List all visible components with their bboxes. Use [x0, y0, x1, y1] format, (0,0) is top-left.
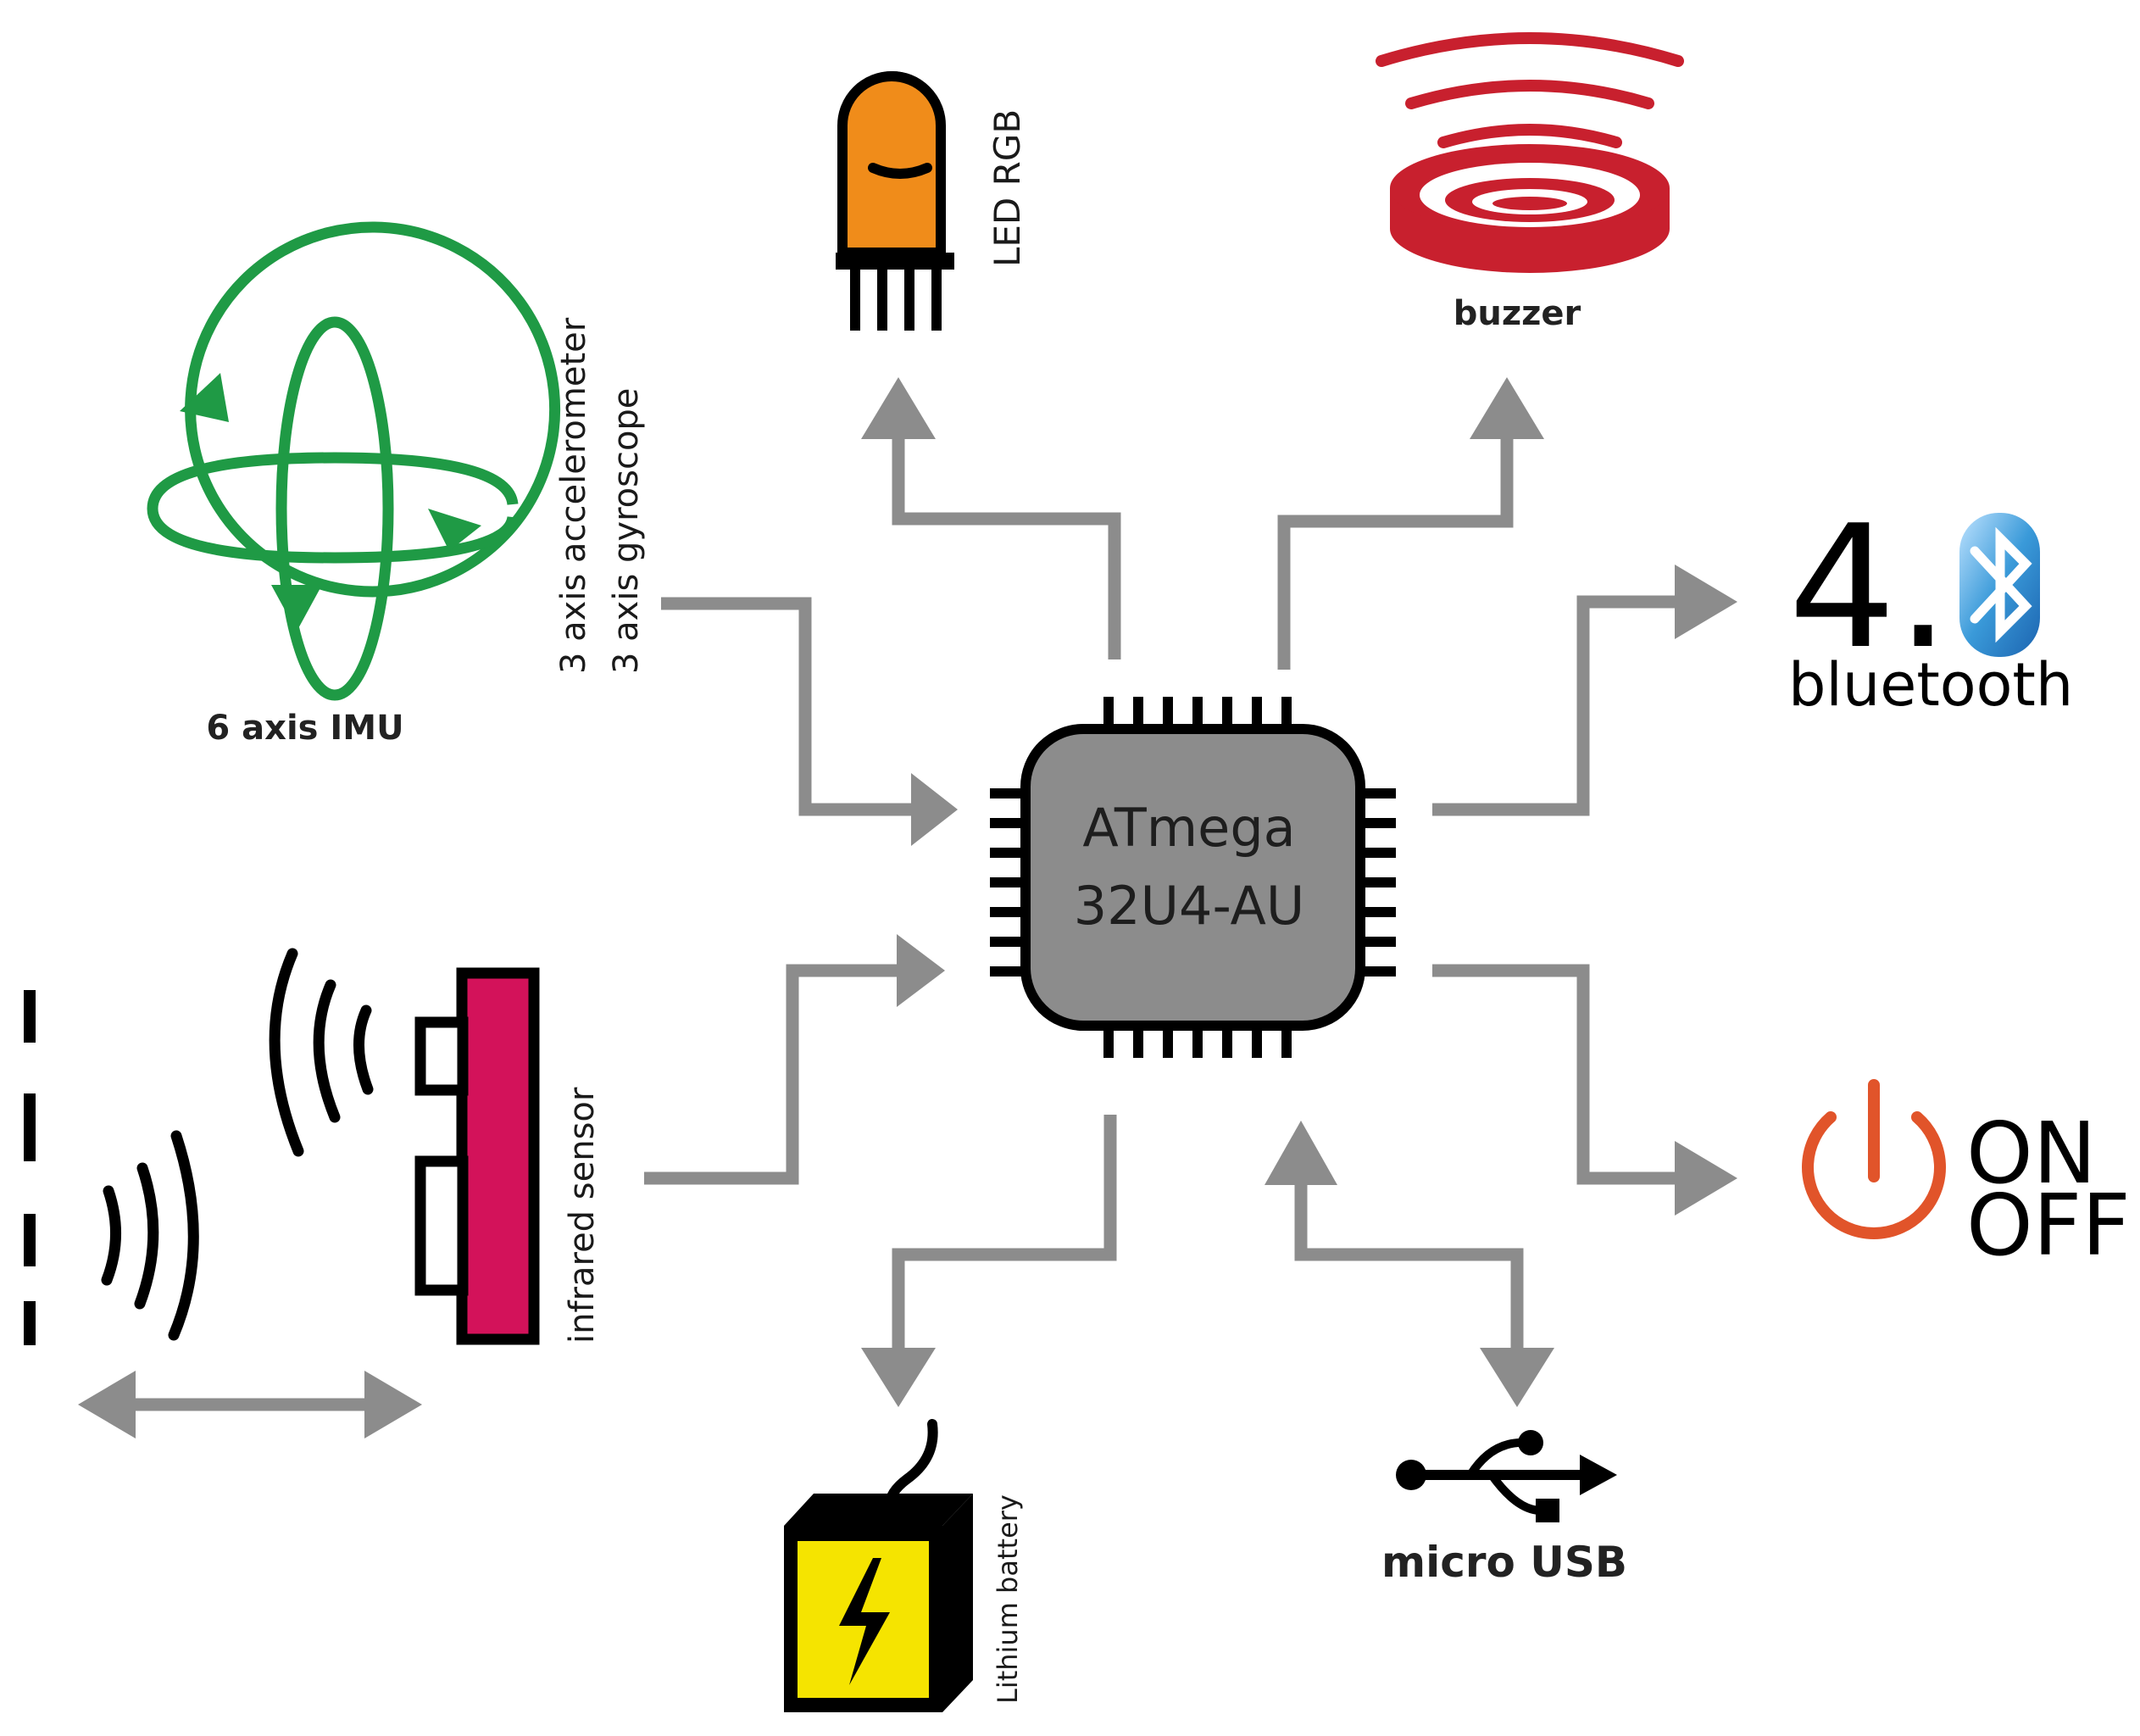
power-on-label: ON — [1966, 1104, 2097, 1203]
led-icon — [836, 71, 954, 331]
microcontroller-chip: ATmega 32U4-AU — [990, 697, 1396, 1058]
arrowhead-infrared — [897, 934, 945, 1007]
power-component: ON OFF — [1802, 1079, 2131, 1275]
buzzer-icon — [1376, 32, 1684, 273]
arrowhead-imu — [911, 773, 958, 846]
arrow-imu-to-chip — [661, 597, 915, 816]
usb-icon — [1396, 1430, 1617, 1522]
imu-accelerometer-label: 3 axis accelerometer — [554, 317, 593, 674]
arrowhead-bluetooth — [1675, 565, 1737, 639]
infrared-sensor-icon — [24, 948, 540, 1345]
buzzer-component: buzzer — [1376, 32, 1684, 333]
arrow-chip-to-battery — [892, 1115, 1117, 1352]
battery-icon — [784, 1419, 973, 1712]
arrow-infrared-to-chip — [644, 964, 898, 1185]
imu-gyroscope-label: 3 axis gyroscope — [607, 388, 646, 674]
chip-label-line2: 32U4-AU — [1074, 875, 1305, 937]
battery-label: Lithium battery — [992, 1494, 1024, 1704]
power-icon — [1802, 1079, 1946, 1240]
arrowhead-range-right — [364, 1371, 422, 1438]
connectors — [125, 439, 1678, 1411]
usb-label: micro USB — [1381, 1538, 1627, 1587]
arrowhead-range-left — [78, 1371, 136, 1438]
arrowhead-usb-down — [1480, 1348, 1554, 1407]
arrow-chip-to-bluetooth — [1432, 595, 1678, 816]
arrowhead-led — [861, 377, 936, 439]
led-component: LED RGB — [836, 71, 1028, 331]
arrow-chip-to-power — [1432, 964, 1678, 1185]
buzzer-label: buzzer — [1454, 294, 1581, 333]
battery-component: Lithium battery — [784, 1419, 1024, 1712]
bluetooth-icon — [1959, 513, 2040, 657]
power-off-label: OFF — [1966, 1176, 2131, 1275]
arrow-chip-to-buzzer — [1277, 439, 1514, 670]
imu-component: 6 axis IMU 3 axis accelerometer 3 axis g… — [147, 221, 646, 748]
gyroscope-sphere-icon — [147, 221, 561, 701]
imu-label: 6 axis IMU — [206, 709, 403, 748]
arrowhead-battery — [861, 1348, 936, 1407]
bluetooth-version: 4. — [1788, 489, 1950, 687]
arrowhead-buzzer — [1470, 377, 1544, 439]
arrow-chip-to-led — [892, 439, 1121, 659]
arrowheads — [78, 377, 1737, 1438]
arrowhead-power — [1675, 1141, 1737, 1216]
arrowhead-usb-up — [1265, 1121, 1337, 1185]
arrow-usb-bidirectional — [1294, 1185, 1524, 1352]
infrared-component: infrared sensor — [24, 948, 602, 1345]
chip-label-line1: ATmega — [1082, 797, 1295, 859]
usb-component: micro USB — [1381, 1430, 1627, 1587]
chip-body — [1020, 724, 1365, 1031]
infrared-label: infrared sensor — [563, 1087, 602, 1344]
bluetooth-component: 4. bluetooth — [1788, 489, 2073, 720]
led-label: LED RGB — [987, 109, 1028, 267]
bluetooth-label: bluetooth — [1788, 650, 2073, 720]
